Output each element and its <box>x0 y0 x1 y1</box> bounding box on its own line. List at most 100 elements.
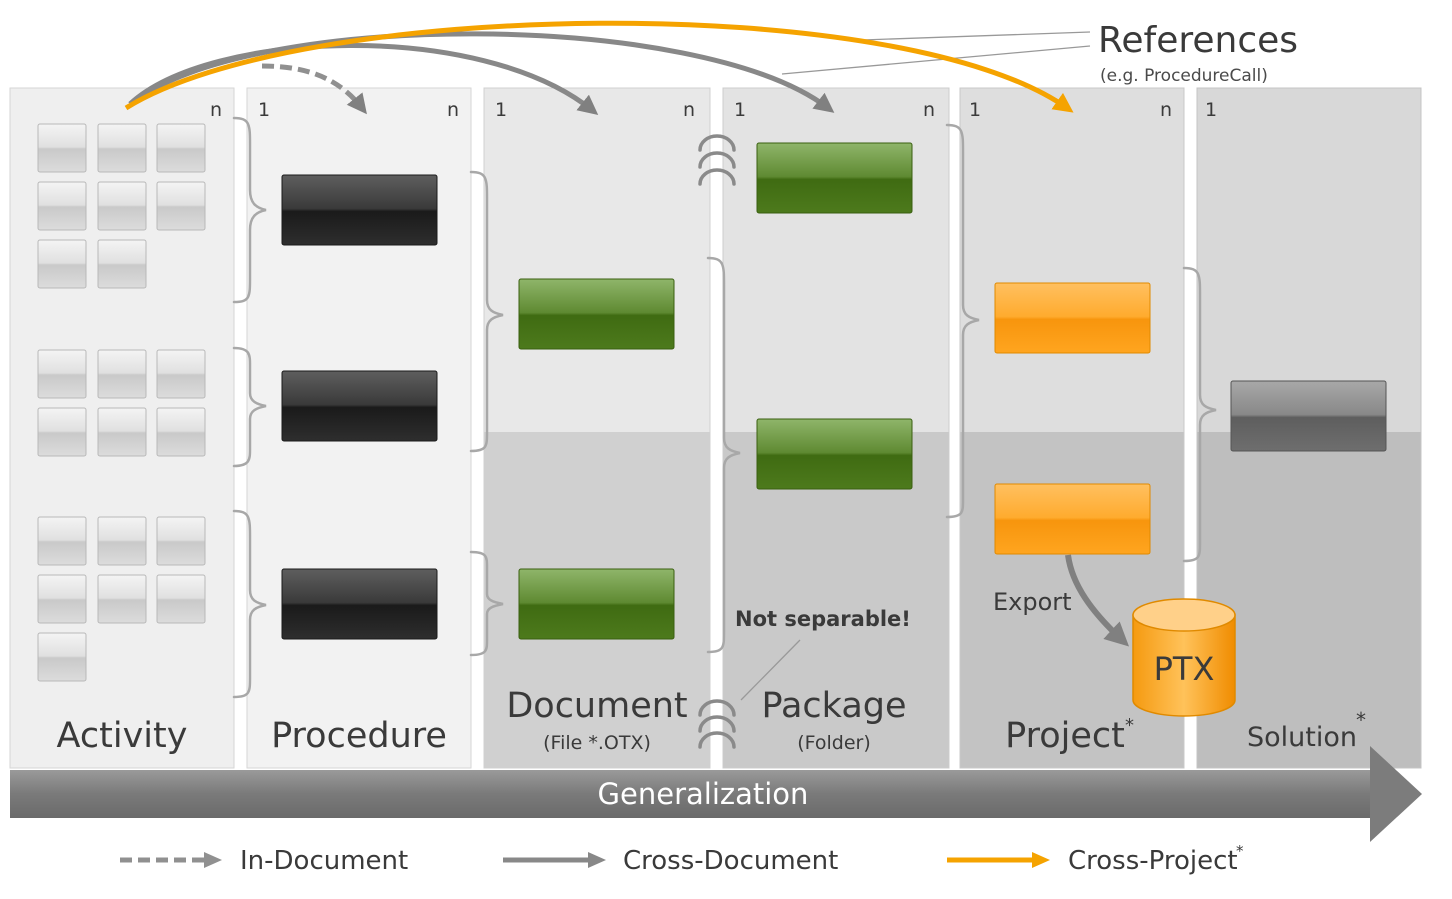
activity-tile <box>97 239 147 289</box>
package-document-box <box>756 418 913 490</box>
in-document-arrow <box>261 63 367 115</box>
project-box <box>994 483 1151 555</box>
package-boxes <box>756 142 913 490</box>
legend-label: Cross-Document <box>623 846 838 876</box>
inseparable-symbol-bottom <box>698 699 736 749</box>
export-arrow <box>1065 554 1130 647</box>
legend-item-cross-document: Cross-Document <box>503 846 838 876</box>
solution-box <box>1230 380 1387 452</box>
procedure-box <box>281 568 438 640</box>
activity-label: Activity <box>57 716 188 756</box>
multiplicity-labels: n 1 n 1 n 1 n 1 n 1 <box>210 99 1217 121</box>
multiplicity-1: 1 <box>495 99 507 121</box>
cross-project-arrow <box>124 20 1074 113</box>
legend-label: In-Document <box>240 846 408 876</box>
package-column-top <box>723 88 949 432</box>
activity-tile <box>97 407 147 457</box>
not-separable-label: Not separable! <box>735 607 911 631</box>
solution-column-bottom <box>1197 432 1421 768</box>
not-separable-pointer <box>740 639 801 701</box>
procedure-label: Procedure <box>271 716 447 756</box>
column-panels <box>9 87 1422 769</box>
activity-tile <box>37 516 87 566</box>
document-sublabel: (File *.OTX) <box>543 732 651 754</box>
multiplicity-1: 1 <box>969 99 981 121</box>
project-box <box>994 282 1151 354</box>
activity-tile <box>37 239 87 289</box>
activity-tile <box>97 181 147 231</box>
project-label: Project <box>1005 716 1125 756</box>
legend: In-Document Cross-Document Cross-Project… <box>120 842 1244 876</box>
activity-tile <box>156 123 206 173</box>
activity-tile <box>97 349 147 399</box>
project-star: * <box>1125 715 1134 736</box>
brace <box>232 509 267 699</box>
activity-tile <box>156 407 206 457</box>
solution-star: * <box>1356 708 1366 732</box>
solution-column-top <box>1197 88 1421 432</box>
multiplicity-n: n <box>1160 99 1172 121</box>
activity-tile <box>37 407 87 457</box>
brace <box>706 256 741 654</box>
generalization-arrow: Generalization <box>10 746 1422 842</box>
activity-tile <box>37 574 87 624</box>
brace <box>469 550 504 657</box>
activity-tile <box>37 123 87 173</box>
document-box <box>518 568 675 640</box>
multiplicity-n: n <box>447 99 459 121</box>
multiplicity-1: 1 <box>1205 99 1217 121</box>
legend-star: * <box>1236 842 1244 860</box>
ptx-cylinder: PTX <box>1132 598 1236 717</box>
generalization-label: Generalization <box>598 777 809 811</box>
document-boxes <box>518 278 675 640</box>
procedure-box <box>281 370 438 442</box>
solution-label: Solution <box>1247 722 1357 753</box>
brace <box>469 170 504 453</box>
activity-tile <box>97 123 147 173</box>
activity-tiles <box>37 123 206 682</box>
ptx-label: PTX <box>1154 650 1215 688</box>
references-subtitle: (e.g. ProcedureCall) <box>1100 66 1268 86</box>
procedure-box <box>281 174 438 246</box>
procedure-boxes <box>281 174 438 640</box>
activity-tile <box>37 632 87 682</box>
multiplicity-n: n <box>210 99 222 121</box>
legend-item-cross-project: Cross-Project * <box>947 842 1244 876</box>
package-label: Package <box>761 686 906 726</box>
brace <box>945 123 980 519</box>
package-sublabel: (Folder) <box>797 732 871 754</box>
multiplicity-n: n <box>923 99 935 121</box>
curly-braces <box>232 116 1217 699</box>
project-boxes <box>994 282 1151 555</box>
brace <box>1182 266 1217 563</box>
activity-tile <box>97 516 147 566</box>
inseparable-symbol-top <box>698 134 736 186</box>
package-document-box <box>756 142 913 214</box>
document-column-top <box>484 88 710 432</box>
reference-arrows <box>124 20 1074 116</box>
references-title: References <box>1098 20 1298 61</box>
multiplicity-n: n <box>683 99 695 121</box>
activity-tile <box>156 574 206 624</box>
legend-label: Cross-Project <box>1068 846 1238 876</box>
activity-tile <box>97 574 147 624</box>
brace <box>232 346 267 468</box>
project-column-top <box>960 88 1184 432</box>
cross-document-arrow <box>130 31 835 113</box>
document-box <box>518 278 675 350</box>
legend-item-in-document: In-Document <box>120 846 408 876</box>
references-callout <box>781 31 1091 75</box>
column-labels: Activity Procedure Document (File *.OTX)… <box>57 686 1366 756</box>
brace <box>232 116 267 304</box>
activity-tile <box>156 516 206 566</box>
export-label: Export <box>993 588 1072 616</box>
multiplicity-1: 1 <box>734 99 746 121</box>
multiplicity-1: 1 <box>258 99 270 121</box>
document-label: Document <box>506 686 687 726</box>
activity-tile <box>37 181 87 231</box>
activity-tile <box>37 349 87 399</box>
activity-tile <box>156 181 206 231</box>
activity-tile <box>156 349 206 399</box>
